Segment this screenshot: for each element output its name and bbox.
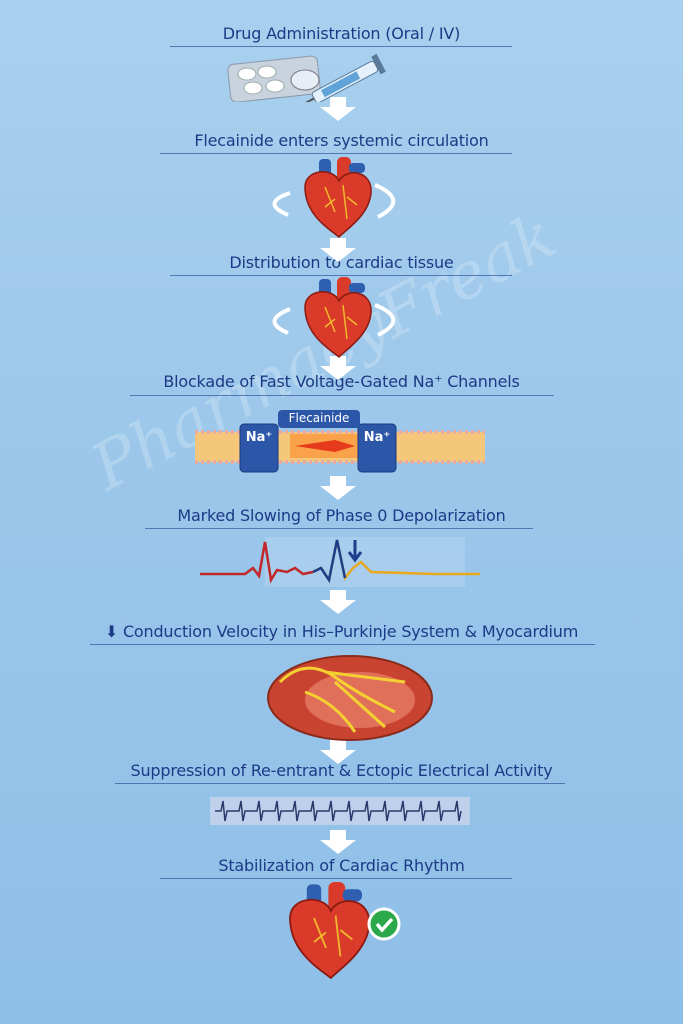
stable-heart-illustration [289, 882, 401, 979]
step-drug-administration: Drug Administration (Oral / IV) [222, 24, 461, 43]
step-distribution: Distribution to cardiac tissue [229, 253, 454, 272]
down-arrow-icon [347, 540, 363, 563]
heart-icon [304, 156, 372, 238]
down-arrow-icon [320, 238, 356, 262]
step-conduction-velocity: ⬇ Conduction Velocity in His–Purkinje Sy… [104, 622, 579, 641]
down-arrow-icon [320, 476, 356, 500]
divider [115, 783, 565, 784]
check-icon [367, 907, 401, 941]
pills-syringe-icon [227, 53, 386, 102]
na-channel-membrane-illustration: Flecainide Na⁺ Na⁺ [190, 400, 490, 475]
na-ion-label: Na⁺ [363, 430, 391, 445]
down-arrow-icon [320, 830, 356, 854]
divider [90, 644, 595, 645]
step-systemic-circulation: Flecainide enters systemic circulation [194, 131, 489, 150]
circulation-arrow-icon [272, 191, 291, 217]
heart-icon [304, 277, 372, 358]
heart-distribution-illustration [272, 277, 396, 358]
circulation-arrow-icon [272, 307, 291, 335]
divider [170, 275, 512, 276]
heart-icon [289, 882, 371, 979]
depolarization-waveform [200, 537, 480, 587]
divider [130, 395, 554, 396]
circulation-arrow-icon [374, 183, 396, 219]
step-stabilization: Stabilization of Cardiac Rhythm [218, 856, 465, 875]
divider [160, 153, 512, 154]
step-phase0-slowing: Marked Slowing of Phase 0 Depolarization [177, 506, 506, 525]
heart-circulation-illustration [272, 156, 396, 238]
divider [160, 878, 512, 879]
divider [145, 528, 533, 529]
circulation-arrow-icon [374, 303, 396, 337]
na-ion-label: Na⁺ [245, 430, 273, 445]
purkinje-heart-illustration [267, 655, 433, 741]
step-suppression: Suppression of Re-entrant & Ectopic Elec… [130, 761, 553, 780]
down-arrow-icon [320, 590, 356, 614]
flecainide-label: Flecainide [288, 411, 350, 425]
step-na-channel-blockade: Blockade of Fast Voltage-Gated Na⁺ Chann… [163, 372, 520, 391]
ecg-rhythm-strip [210, 797, 470, 825]
divider [170, 46, 512, 47]
